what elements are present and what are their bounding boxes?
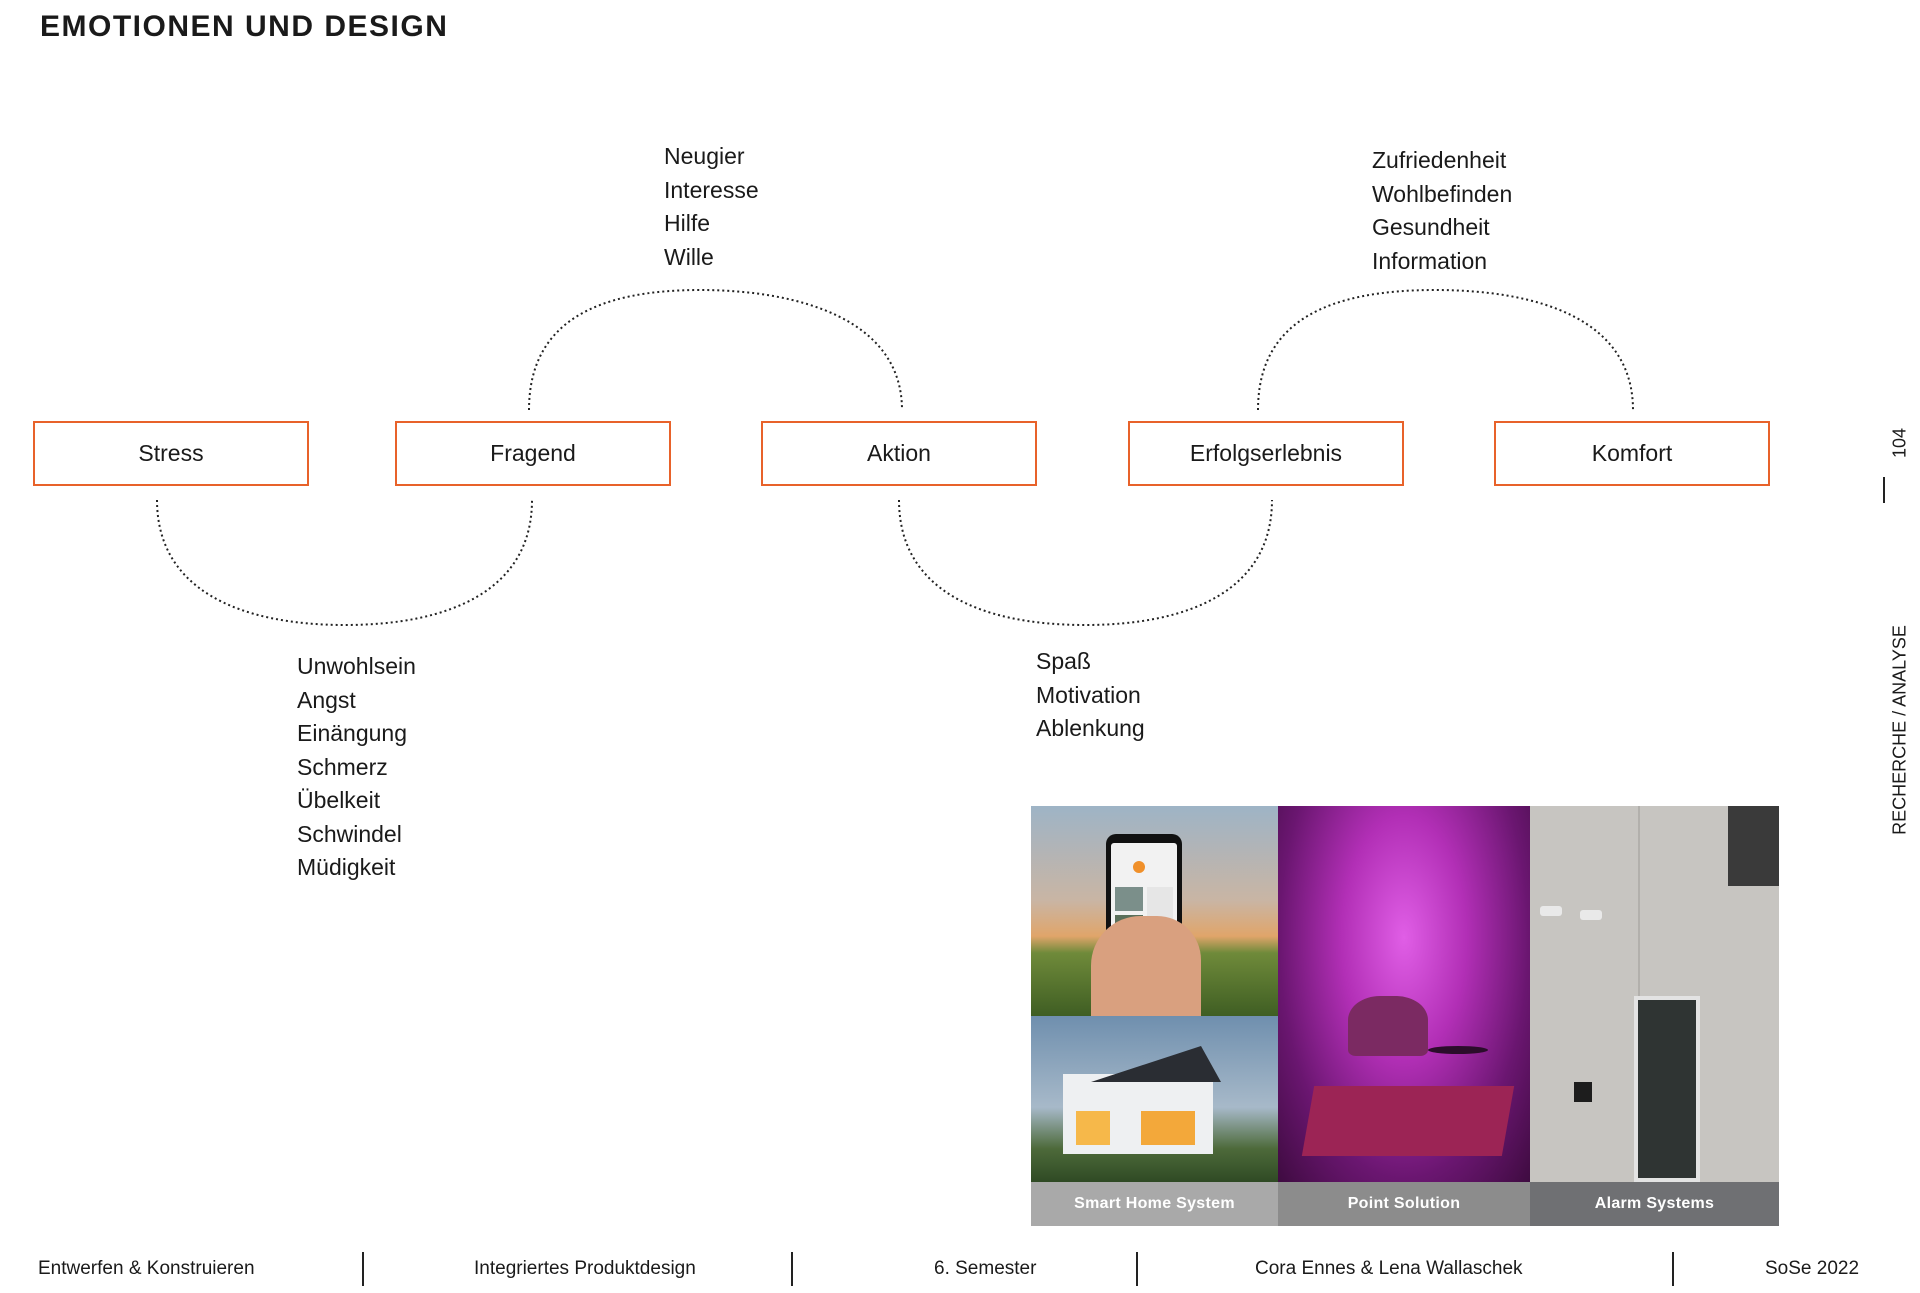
caption-alarm-systems: Alarm Systems — [1530, 1182, 1779, 1226]
hand-shape — [1091, 916, 1201, 1016]
emotion-item: Zufriedenheit — [1372, 147, 1507, 173]
emotion-item: Motivation — [1036, 681, 1141, 708]
footer-authors: Cora Ennes & Lena Wallaschek — [1255, 1258, 1523, 1279]
emotion-item: Information — [1372, 247, 1488, 274]
emotion-item: Neugier — [664, 143, 745, 169]
emotion-list-fragend-aktion: Neugier Interesse Hilfe Wille — [664, 140, 759, 274]
emotion-list-stress-fragend: Unwohlsein Angst Einängung Schmerz Übelk… — [297, 650, 416, 885]
door-shape — [1634, 996, 1700, 1182]
stage-box-erfolgserlebnis: Erfolgserlebnis — [1128, 421, 1404, 486]
side-divider — [1883, 477, 1885, 503]
emotion-item: Wille — [664, 243, 714, 270]
footer-semester: 6. Semester — [934, 1258, 1037, 1279]
emotion-item: Interesse — [664, 176, 759, 203]
footer-divider — [1672, 1252, 1674, 1286]
footer-course: Entwerfen & Konstruieren — [38, 1258, 255, 1279]
emotion-item: Übelkeit — [297, 787, 381, 813]
house-photo — [1031, 1016, 1278, 1182]
emotion-item: Gesundheit — [1372, 214, 1490, 240]
facade-photo — [1530, 806, 1779, 1182]
emotion-item: Unwohlsein — [297, 653, 416, 679]
footer-term: SoSe 2022 — [1765, 1258, 1860, 1279]
emotion-item: Müdigkeit — [297, 854, 396, 880]
camera-icon — [1540, 906, 1562, 916]
emotion-item: Angst — [297, 686, 356, 713]
page-title: EMOTIONEN UND DESIGN — [40, 10, 449, 43]
arc-stress-fragend — [156, 499, 533, 627]
rug-shape — [1301, 1086, 1515, 1156]
stage-box-stress: Stress — [33, 421, 309, 486]
emotion-list-erfolg-komfort: Zufriedenheit Wohlbefinden Gesundheit In… — [1372, 144, 1512, 278]
stage-box-fragend: Fragend — [395, 421, 671, 486]
emotion-item: Schmerz — [297, 753, 388, 780]
caption-smart-home: Smart Home System — [1031, 1182, 1278, 1226]
arc-erfolg-komfort — [1257, 288, 1634, 411]
footer-divider — [1136, 1252, 1138, 1286]
stage-box-aktion: Aktion — [761, 421, 1037, 486]
photo-collage: Smart Home System Point Solution Alarm S… — [1031, 806, 1779, 1226]
arc-aktion-erfolg — [898, 499, 1273, 627]
emotion-item: Wohlbefinden — [1372, 180, 1513, 207]
footer: Entwerfen & Konstruieren Integriertes Pr… — [0, 1252, 1920, 1286]
camera-icon — [1580, 910, 1602, 920]
smartphone-photo — [1031, 806, 1278, 1016]
arc-fragend-aktion — [528, 288, 903, 411]
emotion-item: Spaß — [1036, 648, 1091, 674]
emotion-item: Schwindel — [297, 820, 402, 847]
footer-divider — [362, 1252, 364, 1286]
emotion-item: Hilfe — [664, 210, 711, 236]
armchair-shape — [1348, 996, 1428, 1056]
footer-divider — [791, 1252, 793, 1286]
emotion-list-aktion-erfolg: Spaß Motivation Ablenkung — [1036, 645, 1145, 746]
emotion-item: Einängung — [297, 720, 407, 746]
caption-point-solution: Point Solution — [1278, 1182, 1530, 1226]
footer-program: Integriertes Produktdesign — [474, 1258, 696, 1279]
roof-shape — [1091, 1046, 1221, 1082]
living-room-photo — [1278, 806, 1530, 1182]
emotion-item: Ablenkung — [1036, 715, 1145, 741]
stage-box-komfort: Komfort — [1494, 421, 1770, 486]
